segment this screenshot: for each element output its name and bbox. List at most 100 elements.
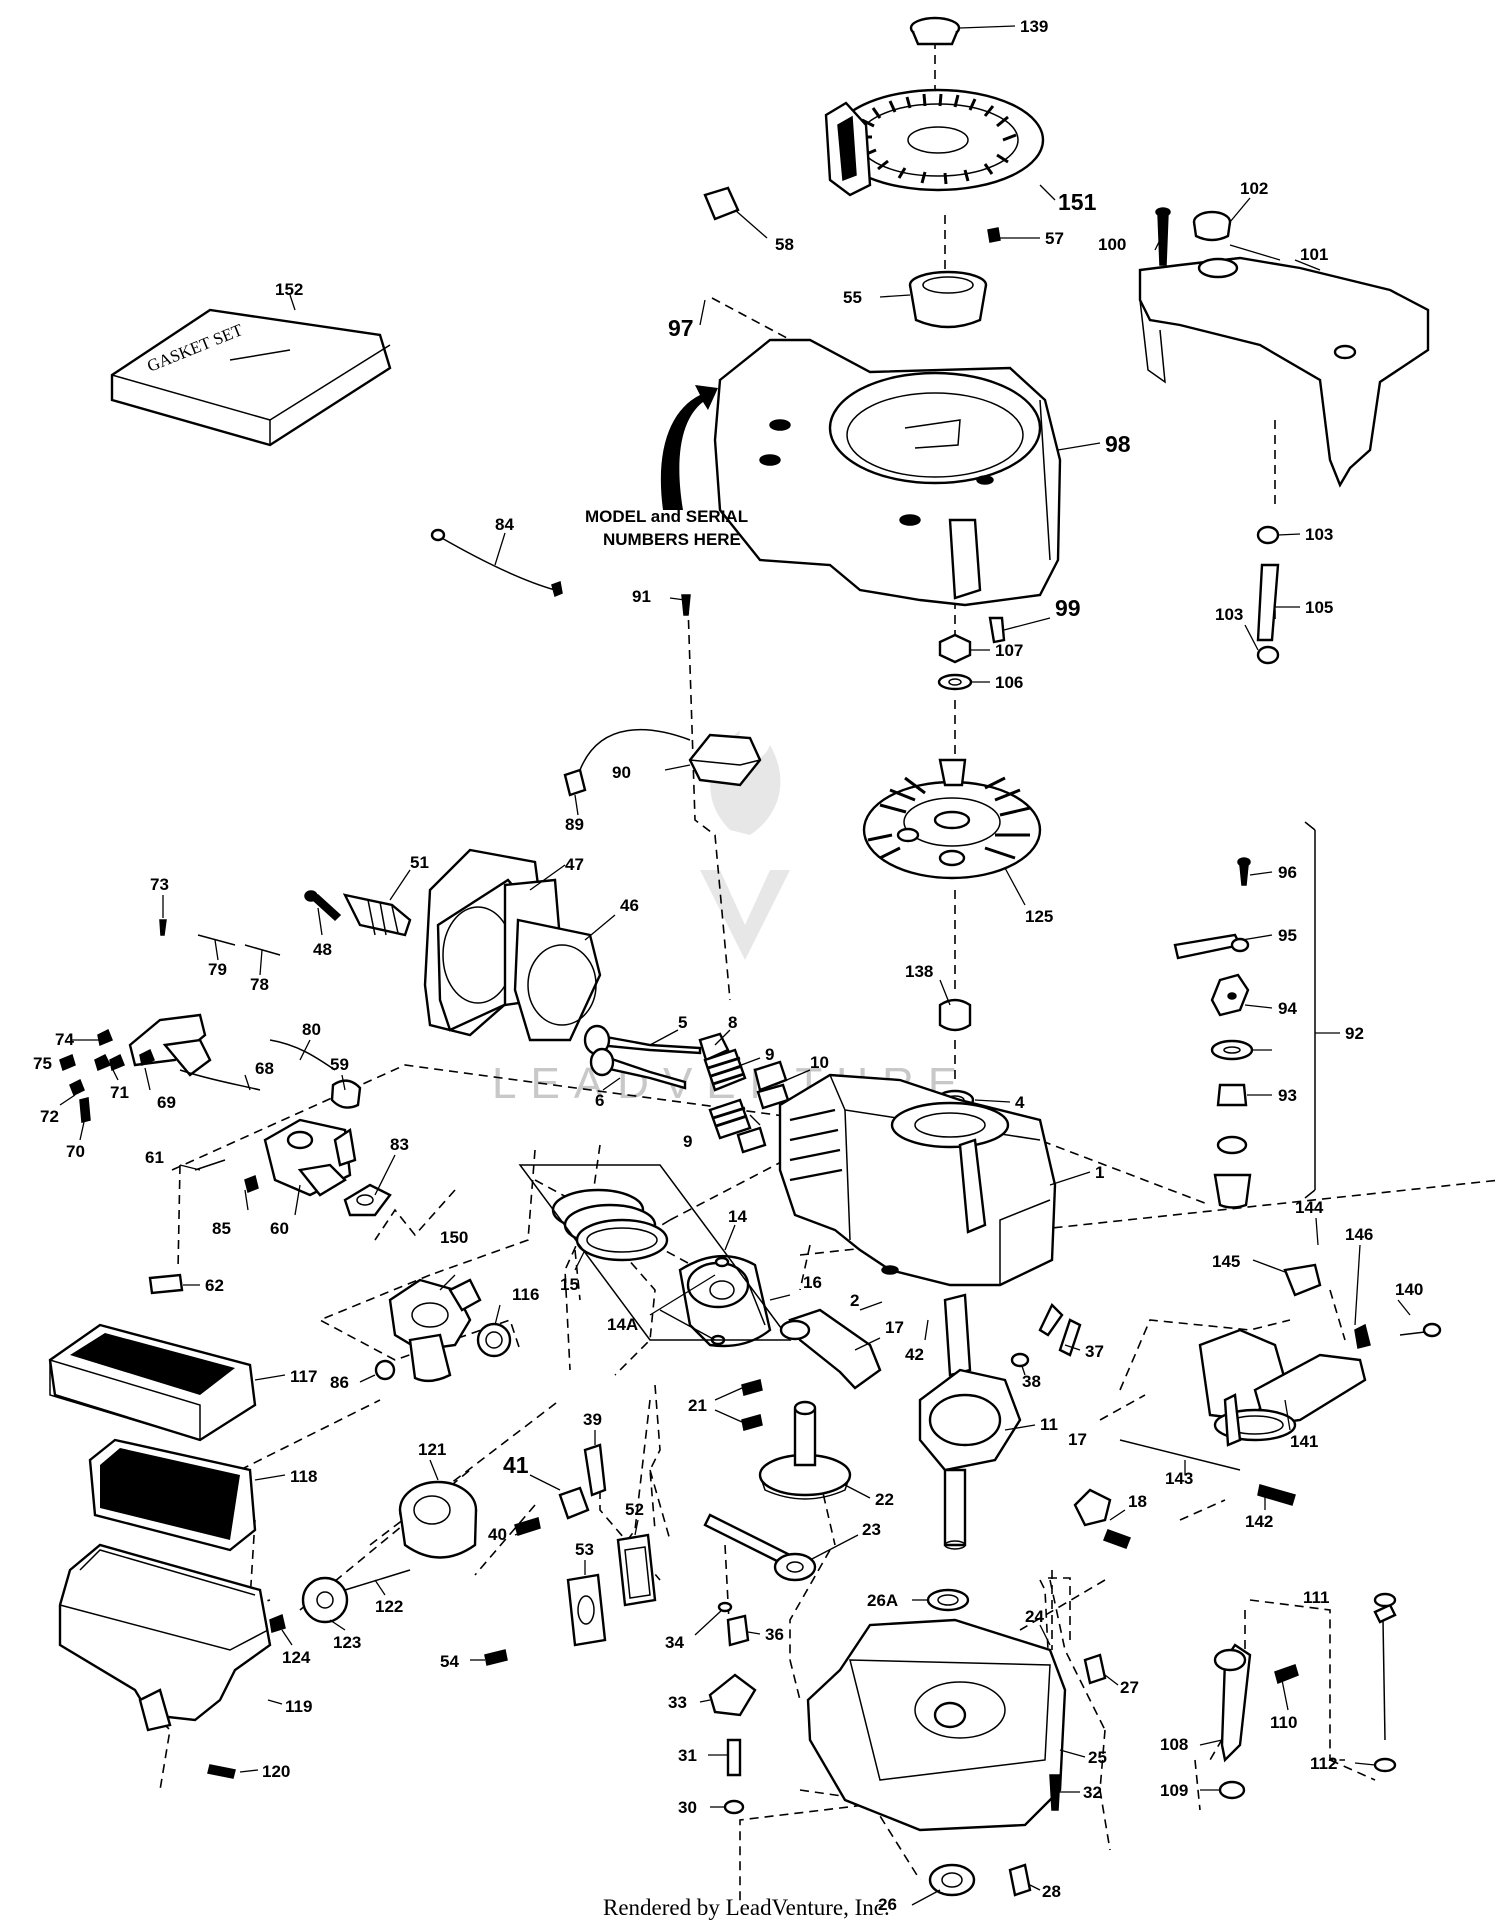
part-label: 73: [150, 875, 169, 894]
part-label: 17: [1068, 1430, 1087, 1449]
part-label: 100: [1098, 235, 1126, 254]
part-label: 14: [728, 1207, 747, 1226]
part-label: 139: [1020, 17, 1048, 36]
part-label: 54: [440, 1652, 459, 1671]
ground-wire: [430, 528, 563, 598]
part-label: 9: [683, 1132, 692, 1151]
part-label: 22: [875, 1490, 894, 1509]
part-label: 10: [810, 1053, 829, 1072]
part-label: 107: [995, 641, 1023, 660]
part-label: 34: [665, 1633, 684, 1652]
flywheel: [862, 758, 1042, 880]
part-label: 92: [1345, 1024, 1364, 1043]
part-label: 103: [1215, 605, 1243, 624]
part-label: 85: [212, 1219, 231, 1238]
part-label: 70: [66, 1142, 85, 1161]
part-label: 86: [330, 1373, 349, 1392]
part-label: 2: [850, 1291, 859, 1310]
part-label: 57: [1045, 229, 1064, 248]
part-label: 99: [1055, 595, 1081, 621]
part-label: 101: [1300, 245, 1328, 264]
part-label: 138: [905, 962, 933, 981]
part-label: 11: [1040, 1415, 1058, 1434]
oil-pump-parts: [708, 1601, 757, 1815]
part-label: 106: [995, 673, 1023, 692]
part-label: 96: [1278, 863, 1297, 882]
part-label: 151: [1058, 189, 1097, 215]
part-label: 111: [1303, 1588, 1330, 1607]
flywheel-nut-washer: [937, 616, 1006, 691]
part-label: 8: [728, 1013, 737, 1032]
part-label: 125: [1025, 907, 1053, 926]
part-label: 122: [375, 1597, 403, 1616]
part-label: 121: [418, 1440, 446, 1459]
governor-gear-cam: [703, 1379, 852, 1582]
part-label: 33: [668, 1693, 687, 1712]
cylinder-head: [304, 848, 602, 1042]
model-serial-note-line2: NUMBERS HERE: [603, 530, 741, 549]
part-label: 143: [1165, 1469, 1193, 1488]
part-label: 60: [270, 1219, 289, 1238]
ignition-coil: [563, 728, 762, 797]
leader-lines: [59, 25, 1411, 1906]
part-label: 55: [843, 288, 862, 307]
cylinder-block: [778, 1073, 1057, 1287]
part-label: 89: [565, 815, 584, 834]
part-label: 61: [145, 1148, 164, 1167]
control-bracket: [59, 919, 336, 1123]
part-label: 72: [40, 1107, 59, 1126]
part-label: 5: [678, 1013, 687, 1032]
part-label: 58: [775, 235, 794, 254]
part-label: 53: [575, 1540, 594, 1559]
part-label: 26: [878, 1895, 897, 1914]
part-label: 28: [1042, 1882, 1061, 1901]
part-label: 74: [55, 1030, 74, 1049]
part-label: 103: [1305, 525, 1333, 544]
part-label: 75: [33, 1054, 52, 1073]
part-label: 23: [862, 1520, 881, 1539]
part-91-screw: [681, 594, 691, 616]
fuel-tank: [1138, 207, 1430, 488]
part-label: 48: [313, 940, 332, 959]
model-serial-arrow: [660, 385, 718, 510]
part-label: 31: [678, 1746, 697, 1765]
part-label: 51: [410, 853, 429, 872]
part-label: 90: [612, 763, 631, 782]
part-label: 15: [560, 1275, 579, 1294]
part-label: 69: [157, 1093, 176, 1112]
part-label: 41: [503, 1452, 529, 1478]
part-label: 144: [1295, 1198, 1324, 1217]
part-label: 119: [285, 1697, 312, 1716]
part-label: 47: [565, 855, 584, 874]
part-label: 108: [1160, 1735, 1188, 1754]
part-label: 46: [620, 896, 639, 915]
part-labels: 139 151 58 57 55 97 98 99 100 102 101 10…: [33, 17, 1423, 1914]
part-label: 97: [668, 315, 694, 341]
part-label: 68: [255, 1059, 274, 1078]
part-label: 17: [885, 1318, 904, 1337]
key-and-seal: [935, 998, 975, 1111]
part-label: 78: [250, 975, 269, 994]
part-label: 142: [1245, 1512, 1273, 1531]
part-label: 9: [765, 1045, 774, 1064]
part-label: 1: [1095, 1163, 1104, 1182]
part-label: 21: [688, 1396, 707, 1415]
part-label: 4: [1015, 1093, 1025, 1112]
part-label: 6: [595, 1091, 604, 1110]
part-label: 71: [110, 1083, 129, 1102]
part-label: 110: [1270, 1713, 1297, 1732]
part-label: 62: [205, 1276, 224, 1295]
fuel-line-parts: [1256, 525, 1280, 665]
breather-parts: [484, 1443, 657, 1666]
gasket-set-box: GASKET SET: [110, 308, 392, 447]
governor-group: [1173, 821, 1316, 1209]
carburetor-group: [374, 1278, 512, 1383]
part-label: 91: [632, 587, 651, 606]
part-label: 120: [262, 1762, 290, 1781]
assembly-lines: [139, 40, 1500, 1905]
part-label: 152: [275, 280, 303, 299]
dipstick-group: [1213, 1592, 1397, 1800]
part-label: 14A: [607, 1315, 638, 1334]
part-label: 93: [1278, 1086, 1297, 1105]
